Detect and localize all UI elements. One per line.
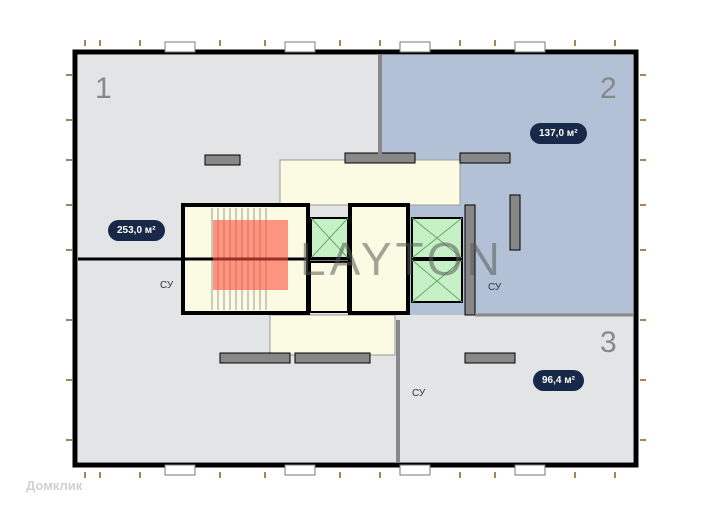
unit-1-area-badge[interactable]: 253,0 м² <box>108 220 165 241</box>
core-hall-bottom <box>269 314 396 356</box>
unit-3-area[interactable] <box>398 315 633 462</box>
bathroom-label-1: СУ <box>160 280 174 291</box>
radiators <box>66 40 646 478</box>
windows <box>164 41 546 476</box>
exterior-wall <box>72 49 639 468</box>
unit-3-number: 3 <box>600 326 617 359</box>
unit-1-number: 1 <box>95 72 112 105</box>
unit-3-area-badge[interactable]: 96,4 м² <box>533 370 584 391</box>
corridor <box>348 203 410 315</box>
logo-mark <box>213 220 288 290</box>
watermark-logo: LAYTON <box>300 233 504 285</box>
core-hall-top <box>279 159 461 206</box>
bathroom-label-3: СУ <box>412 388 426 399</box>
brand-watermark: Домклик <box>26 478 83 493</box>
unit-2-area-badge[interactable]: 137,0 м² <box>530 123 587 144</box>
small-room <box>309 261 349 313</box>
unit-2-number: 2 <box>600 72 617 105</box>
elevator-cross-marks <box>310 217 463 303</box>
bathroom-label-2: СУ <box>488 282 502 293</box>
